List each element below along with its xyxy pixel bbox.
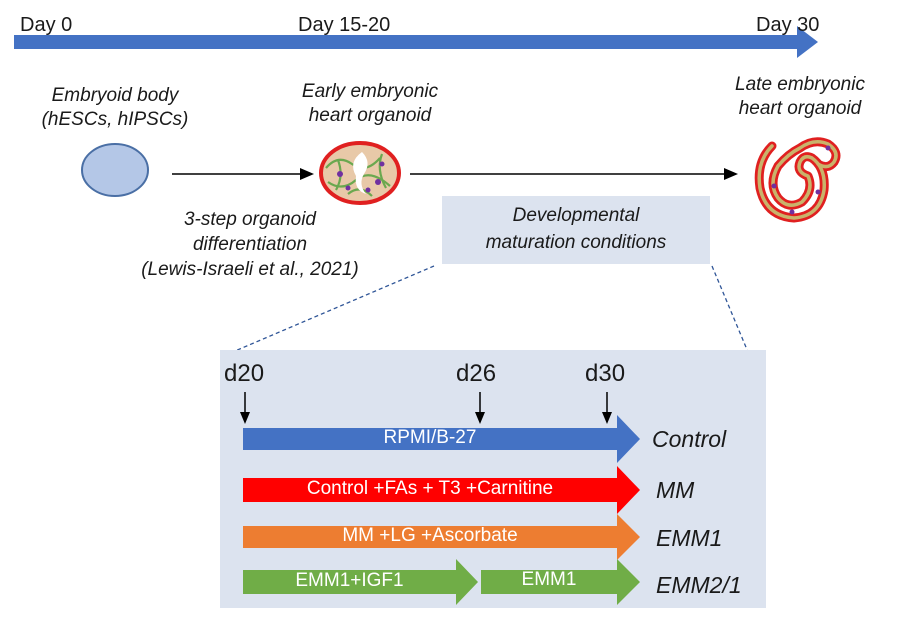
emm1-bar-label: MM +LG +Ascorbate: [342, 525, 518, 546]
condition-name-control: Control: [652, 426, 727, 452]
maturation-conditions-box: Developmental maturation conditions: [442, 196, 710, 264]
emm2-second-arrow: [481, 559, 640, 605]
early-organoid-line1: Early embryonic: [301, 81, 439, 102]
marker-d20: d20: [224, 360, 265, 387]
early-organoid-label: Early embryonic heart organoid: [260, 80, 480, 128]
late-organoid-icon: [754, 137, 841, 223]
marker-d30: d30: [585, 360, 626, 387]
control-bar-label: RPMI/B-27: [383, 427, 477, 448]
control-arrow: [243, 415, 640, 463]
condition-name-mm: MM: [656, 477, 695, 503]
late-organoid-label: Late embryonic heart organoid: [700, 73, 900, 121]
emm2-first-arrow: [243, 559, 478, 605]
differentiation-line2: differentiation: [192, 234, 308, 255]
marker-d26: d26: [456, 360, 497, 387]
emm2-bar-label-1: EMM1+IGF1: [295, 570, 404, 591]
embryoid-body-title: Embryoid body: [51, 85, 179, 106]
early-organoid-icon: [319, 141, 401, 205]
early-organoid-line2: heart organoid: [308, 105, 432, 126]
differentiation-label: 3-step organoid differentiation (Lewis-I…: [100, 207, 400, 282]
maturation-line1: Developmental: [512, 205, 640, 226]
mm-arrow: [243, 466, 640, 514]
emm2-bar-label-2: EMM1: [521, 569, 577, 590]
embryoid-body-icon: [81, 143, 149, 197]
differentiation-line1: 3-step organoid: [183, 209, 317, 230]
embryoid-body-cells: (hESCs, hIPSCs): [41, 109, 189, 130]
mm-bar-label: Control +FAs + T3 +Carnitine: [306, 478, 554, 499]
timeline-day-0: Day 0: [20, 14, 73, 36]
timeline-day-30: Day 30: [756, 14, 820, 36]
maturation-conditions-label: Developmental maturation conditions: [442, 202, 710, 256]
timeline-day-15-20: Day 15-20: [298, 14, 391, 36]
emm1-arrow: [243, 514, 640, 560]
late-organoid-line1: Late embryonic: [735, 74, 865, 95]
late-organoid-line2: heart organoid: [738, 98, 862, 119]
embryoid-body-label: Embryoid body (hESCs, hIPSCs): [10, 84, 220, 132]
condition-name-emm1: EMM1: [656, 525, 723, 551]
maturation-line2: maturation conditions: [485, 232, 667, 253]
differentiation-citation: (Lewis-Israeli et al., 2021): [141, 259, 359, 280]
condition-name-emm2-1: EMM2/1: [656, 572, 742, 598]
